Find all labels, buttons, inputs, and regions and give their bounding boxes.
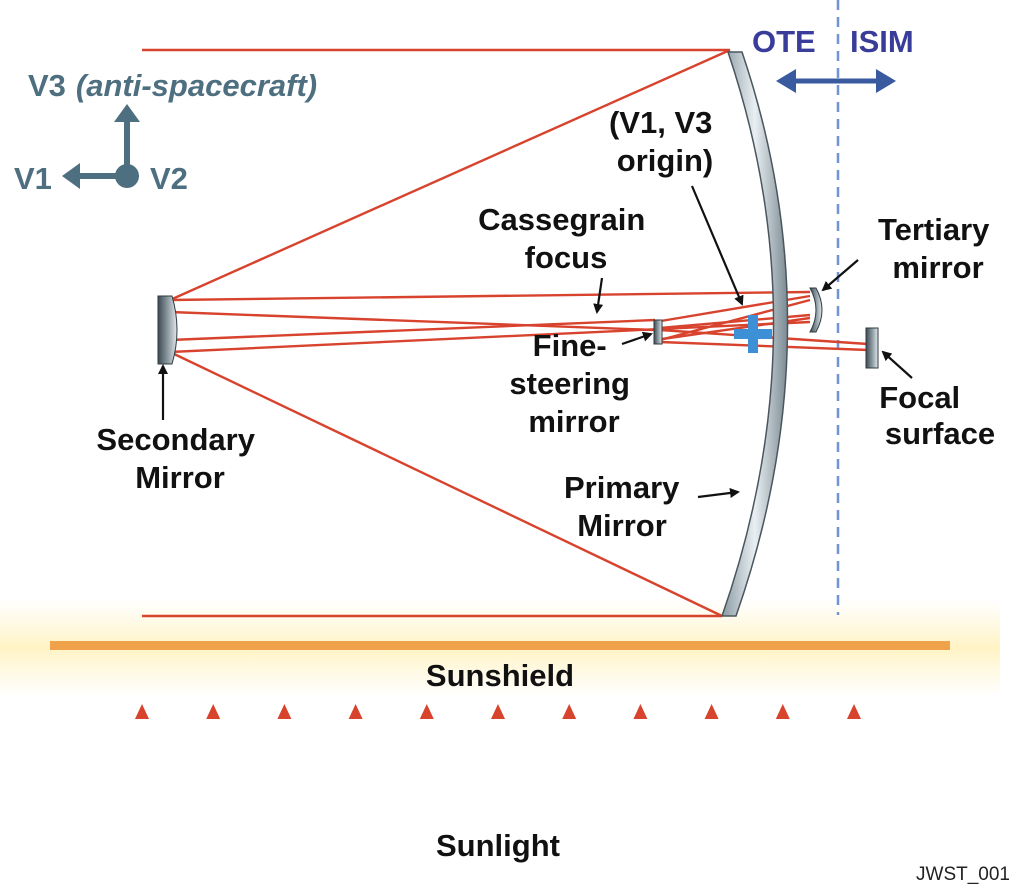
tertiary-mirror xyxy=(809,287,823,333)
cassegrain-focus-label: Cassegrain focus xyxy=(478,202,654,275)
tertiary-mirror-label: Tertiary mirror xyxy=(878,212,998,285)
secondary-mirror-label: Secondary Mirror xyxy=(96,422,263,495)
leader-arrows xyxy=(158,185,913,499)
v2-axis-label: V2 xyxy=(150,161,188,196)
sunshield-label: Sunshield xyxy=(426,658,574,693)
isim-label: ISIM xyxy=(850,24,914,59)
sunlight-arrow-icon xyxy=(775,704,790,812)
focal-surface-label: Focal surface xyxy=(879,380,995,451)
coordinate-axes xyxy=(62,104,140,189)
sunlight-arrow-icon xyxy=(704,704,719,812)
ote-isim-arrow-icon xyxy=(776,69,896,93)
origin-cross-icon xyxy=(734,315,772,353)
sunlight-arrow-icon xyxy=(135,704,149,812)
focal-surface xyxy=(865,327,879,369)
primary-mirror xyxy=(720,51,789,617)
sunlight-arrow-icon xyxy=(277,704,292,812)
v1-axis-label: V1 xyxy=(14,161,52,196)
sunlight-arrow-icon xyxy=(847,704,861,812)
sunlight-arrow-icon xyxy=(348,704,363,812)
sunlight-arrow-icon xyxy=(206,704,221,812)
v1v3-origin-label: (V1, V3 origin) xyxy=(609,105,721,178)
sunlight-arrows xyxy=(135,704,861,812)
sunlight-arrow-icon xyxy=(562,704,577,812)
fine-steering-mirror xyxy=(653,319,663,345)
sunshield-bar xyxy=(50,641,950,650)
primary-mirror-label: Primary Mirror xyxy=(564,470,688,543)
sunlight-label: Sunlight xyxy=(436,828,560,863)
fine-steering-mirror-label: Fine- steering mirror xyxy=(509,328,638,439)
sunlight-arrow-icon xyxy=(491,704,505,812)
sunlight-arrow-icon xyxy=(419,704,434,812)
secondary-mirror xyxy=(157,295,178,365)
figure-id: JWST_001 xyxy=(916,864,1010,885)
v3-axis-label: V3(anti-spacecraft) xyxy=(28,68,317,103)
sunlight-arrow-icon xyxy=(633,704,648,812)
ote-label: OTE xyxy=(752,24,816,59)
